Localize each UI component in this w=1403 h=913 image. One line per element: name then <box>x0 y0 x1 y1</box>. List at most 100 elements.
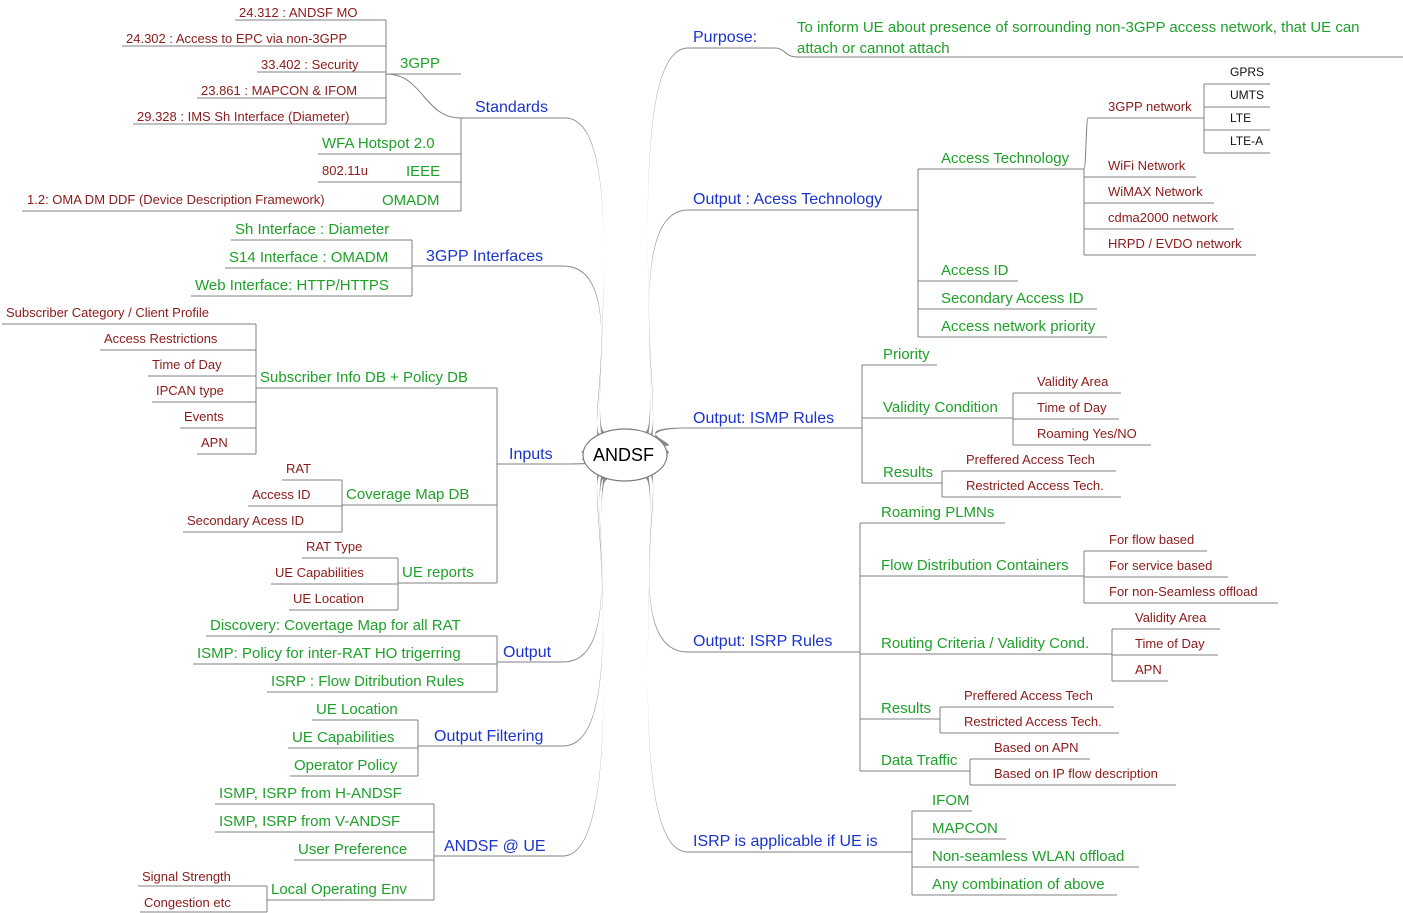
node-ismp-policy[interactable]: ISMP: Policy for inter-RAT HO trigerring <box>197 645 461 662</box>
node-web-interface[interactable]: Web Interface: HTTP/HTTPS <box>195 277 389 294</box>
node-h-andsf[interactable]: ISMP, ISRP from H-ANDSF <box>219 785 402 802</box>
leaf-ismp-restricted-access: Restricted Access Tech. <box>966 478 1104 493</box>
node-output-access-technology[interactable]: Output : Acess Technology <box>693 191 883 208</box>
node-ieee[interactable]: IEEE <box>406 163 441 180</box>
node-output[interactable]: Output <box>503 644 552 661</box>
leaf-apn: APN <box>201 435 228 450</box>
node-subscriber-db[interactable]: Subscriber Info DB + Policy DB <box>260 369 469 386</box>
leaf-lte-a: LTE-A <box>1230 134 1264 148</box>
node-local-operating-env[interactable]: Local Operating Env <box>271 881 407 898</box>
node-roaming-plmns[interactable]: Roaming PLMNs <box>881 504 995 521</box>
purpose-text: To inform UE about presence of sorroundi… <box>797 19 1360 57</box>
leaf-signal-strength: Signal Strength <box>142 869 231 884</box>
leaf-service-based: For service based <box>1109 558 1213 573</box>
node-discovery[interactable]: Discovery: Covertage Map for all RAT <box>210 617 461 634</box>
node-ifom[interactable]: IFOM <box>932 792 970 809</box>
node-v-andsf[interactable]: ISMP, ISRP from V-ANDSF <box>219 813 401 830</box>
node-andsf-at-ue[interactable]: ANDSF @ UE <box>444 838 546 855</box>
leaf-isrp-validity-area: Validity Area <box>1135 610 1207 625</box>
node-3gpp-interfaces[interactable]: 3GPP Interfaces <box>426 248 544 265</box>
root-branch <box>655 427 688 454</box>
node-output-filtering[interactable]: Output Filtering <box>434 728 544 745</box>
purpose-underline <box>774 47 1403 58</box>
node-any-combination[interactable]: Any combination of above <box>932 876 1105 893</box>
root-branch <box>648 209 688 444</box>
leaf-based-on-apn: Based on APN <box>994 740 1079 755</box>
branch-curve <box>1083 117 1089 170</box>
node-isrp-applicable[interactable]: ISRP is applicable if UE is <box>693 833 878 850</box>
leaf-oma-dm-ddf: 1.2: OMA DM DDF (Device Description Fram… <box>27 192 325 207</box>
node-access-technology[interactable]: Access Technology <box>941 150 1070 167</box>
leaf-ipcan-type: IPCAN type <box>156 383 224 398</box>
branch-curve <box>385 73 462 119</box>
leaf-lte: LTE <box>1230 111 1252 125</box>
node-coverage-map-db[interactable]: Coverage Map DB <box>346 486 470 503</box>
leaf-isrp-apn: APN <box>1135 662 1162 677</box>
leaf-23-861: 23.861 : MAPCON & IFOM <box>201 83 358 98</box>
node-routing-criteria[interactable]: Routing Criteria / Validity Cond. <box>881 635 1090 652</box>
node-filter-ue-capabilities[interactable]: UE Capabilities <box>292 729 395 746</box>
node-isrp-results[interactable]: Results <box>881 700 932 717</box>
node-non-seamless-wlan[interactable]: Non-seamless WLAN offload <box>932 848 1125 865</box>
node-mapcon[interactable]: MAPCON <box>932 820 998 837</box>
leaf-umts: UMTS <box>1230 88 1264 102</box>
leaf-33-402: 33.402 : Security <box>261 57 359 72</box>
node-s14-interface[interactable]: S14 Interface : OMADM <box>229 249 389 266</box>
node-access-network-priority[interactable]: Access network priority <box>941 318 1096 335</box>
leaf-access-id: Access ID <box>252 487 311 502</box>
root-branch <box>645 47 688 440</box>
node-secondary-access-id[interactable]: Secondary Access ID <box>941 290 1084 307</box>
node-isrp-flow[interactable]: ISRP : Flow Ditribution Rules <box>271 673 465 690</box>
root-node-label[interactable]: ANDSF <box>593 445 655 465</box>
leaf-time-of-day: Time of Day <box>152 357 222 372</box>
leaf-events: Events <box>184 409 224 424</box>
node-isrp-rules[interactable]: Output: ISRP Rules <box>693 633 833 650</box>
node-ue-reports[interactable]: UE reports <box>402 564 474 581</box>
leaf-secondary-access-id: Secondary Acess ID <box>187 513 305 528</box>
leaf-based-on-ip-flow: Based on IP flow description <box>994 766 1158 781</box>
root-branch <box>648 466 688 653</box>
node-filter-operator-policy[interactable]: Operator Policy <box>294 757 398 774</box>
leaf-wifi-network: WiFi Network <box>1108 158 1186 173</box>
root-branch <box>563 265 602 444</box>
leaf-isrp-time-of-day: Time of Day <box>1135 636 1205 651</box>
leaf-flow-based: For flow based <box>1109 532 1195 547</box>
node-omadm[interactable]: OMADM <box>382 192 440 209</box>
node-ismp-results[interactable]: Results <box>883 464 934 481</box>
node-filter-ue-location[interactable]: UE Location <box>316 701 398 718</box>
node-3gpp-network[interactable]: 3GPP network <box>1108 99 1192 114</box>
node-access-id[interactable]: Access ID <box>941 262 1009 279</box>
root-branch <box>563 466 602 663</box>
leaf-subscriber-category: Subscriber Category / Client Profile <box>6 305 210 320</box>
leaf-802-11u: 802.11u <box>322 163 369 178</box>
leaf-access-restrictions: Access Restrictions <box>104 331 218 346</box>
node-wfa-hotspot[interactable]: WFA Hotspot 2.0 <box>322 135 435 152</box>
node-user-preference[interactable]: User Preference <box>298 841 408 858</box>
leaf-ismp-preferred-access: Preffered Access Tech <box>966 452 1095 467</box>
root-branch <box>563 470 605 747</box>
leaf-isrp-preferred-access: Preffered Access Tech <box>964 688 1093 703</box>
node-sh-interface[interactable]: Sh Interface : Diameter <box>235 221 390 238</box>
leaf-congestion: Congestion etc <box>144 895 231 910</box>
node-3gpp[interactable]: 3GPP <box>400 55 441 72</box>
node-ismp-rules[interactable]: Output: ISMP Rules <box>693 410 835 427</box>
leaf-24-312: 24.312 : ANDSF MO <box>239 5 358 20</box>
node-validity-condition[interactable]: Validity Condition <box>883 399 998 416</box>
leaf-ismp-time-of-day: Time of Day <box>1037 400 1107 415</box>
leaf-gprs: GPRS <box>1230 65 1265 79</box>
leaf-non-seamless-offload: For non-Seamless offload <box>1109 584 1258 599</box>
node-flow-distribution[interactable]: Flow Distribution Containers <box>881 557 1069 574</box>
node-purpose[interactable]: Purpose: <box>693 29 758 46</box>
leaf-rat: RAT <box>286 461 312 476</box>
leaf-ismp-validity-area: Validity Area <box>1037 374 1109 389</box>
node-data-traffic[interactable]: Data Traffic <box>881 752 958 769</box>
leaf-24-302: 24.302 : Access to EPC via non-3GPP <box>126 31 348 46</box>
leaf-roaming-yes-no: Roaming Yes/NO <box>1037 426 1137 441</box>
node-inputs[interactable]: Inputs <box>509 446 553 463</box>
root-branch <box>563 472 607 857</box>
node-standards[interactable]: Standards <box>475 99 548 116</box>
node-ismp-priority[interactable]: Priority <box>883 346 930 363</box>
leaf-isrp-restricted-access: Restricted Access Tech. <box>964 714 1102 729</box>
